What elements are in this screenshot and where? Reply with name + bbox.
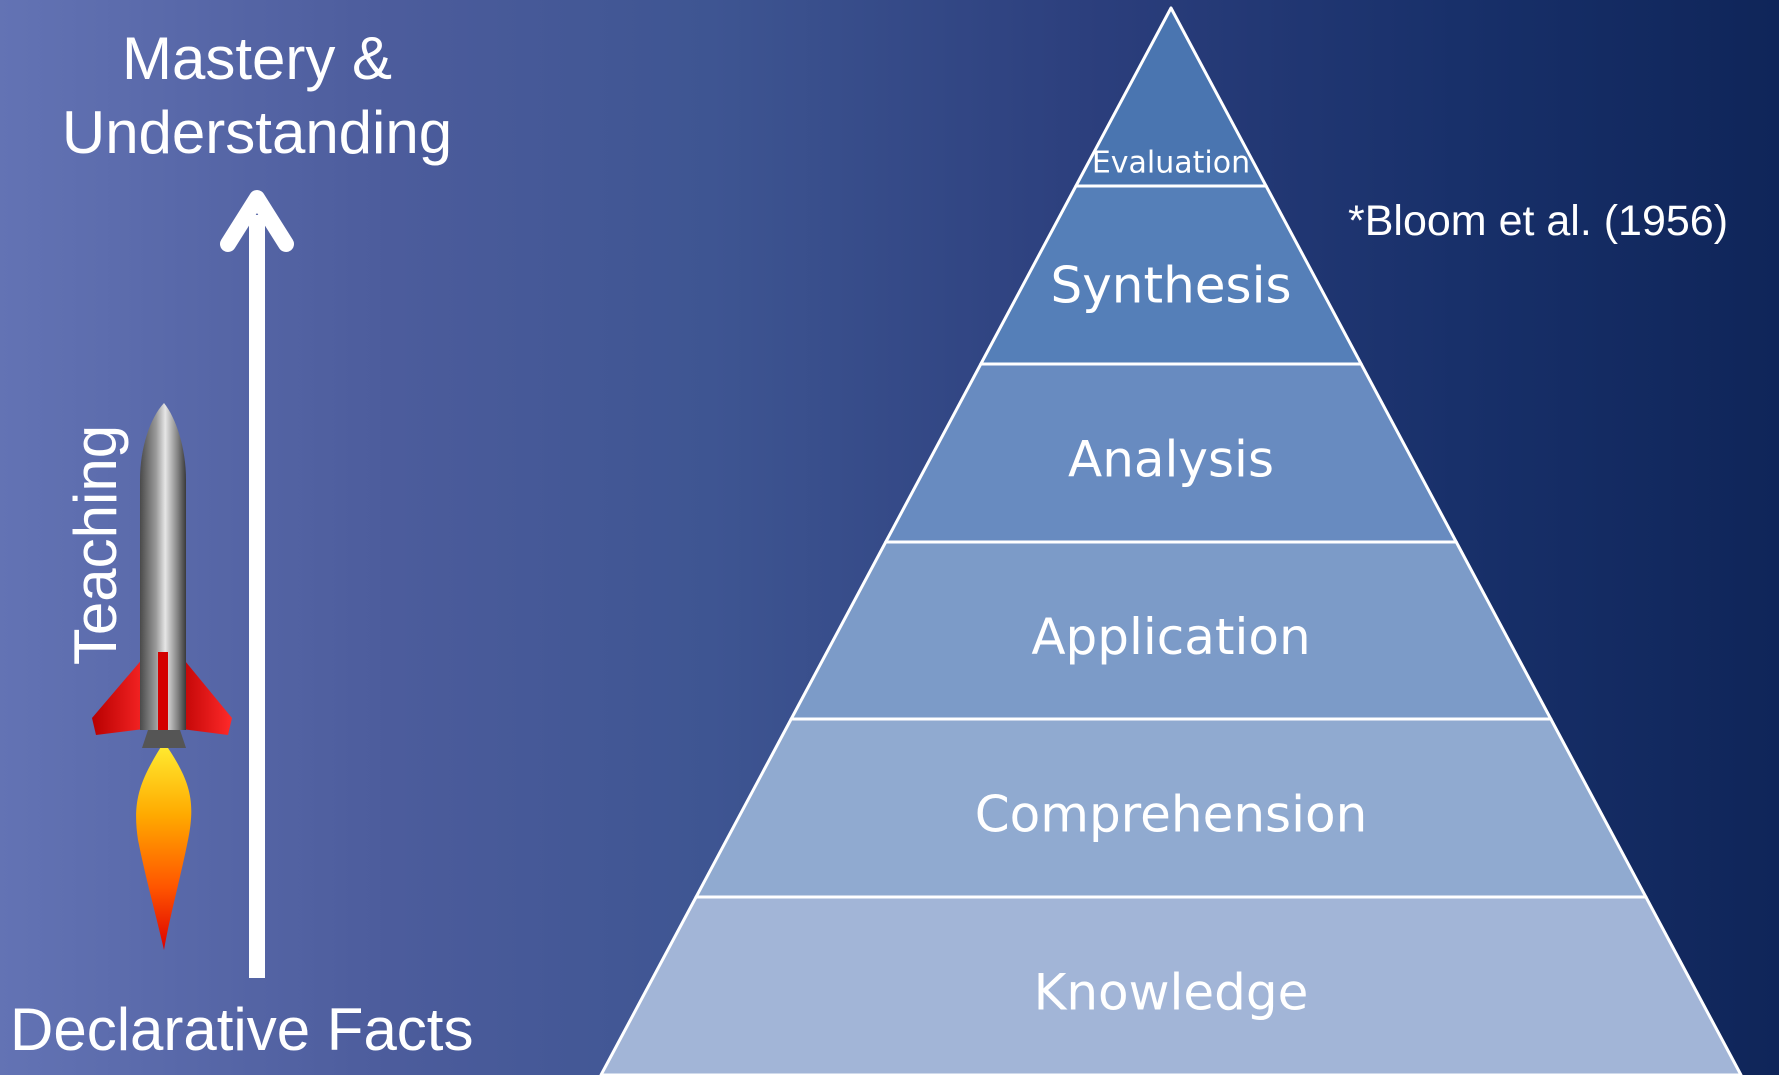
top-label-line-2: Understanding	[61, 99, 453, 166]
teaching-label: Teaching	[62, 424, 129, 666]
rocket-fin-left	[92, 650, 152, 735]
tier-label-comprehension: Comprehension	[975, 786, 1368, 844]
rocket-flame	[136, 742, 192, 950]
rocket-fin-right	[174, 650, 232, 735]
tier-label-synthesis: Synthesis	[1050, 257, 1291, 315]
declarative-facts-label: Declarative Facts	[10, 996, 474, 1063]
tier-knowledge	[599, 895, 1743, 1075]
citation-label: *Bloom et al. (1956)	[1348, 197, 1729, 245]
rocket-stripe	[158, 652, 168, 730]
top-label-line-1: Mastery &	[121, 25, 393, 92]
tier-label-analysis: Analysis	[1068, 431, 1274, 489]
up-arrow-icon	[220, 190, 294, 978]
tier-label-application: Application	[1031, 608, 1310, 666]
mastery-understanding-label: Mastery & Understanding	[0, 22, 537, 170]
rocket-icon	[92, 403, 232, 950]
rocket-nozzle	[142, 730, 186, 748]
pyramid: EvaluationSynthesisAnalysisApplicationCo…	[599, 6, 1743, 1075]
tier-label-evaluation: Evaluation	[1092, 146, 1250, 181]
rocket-body	[140, 403, 186, 730]
tier-label-knowledge: Knowledge	[1034, 964, 1309, 1022]
